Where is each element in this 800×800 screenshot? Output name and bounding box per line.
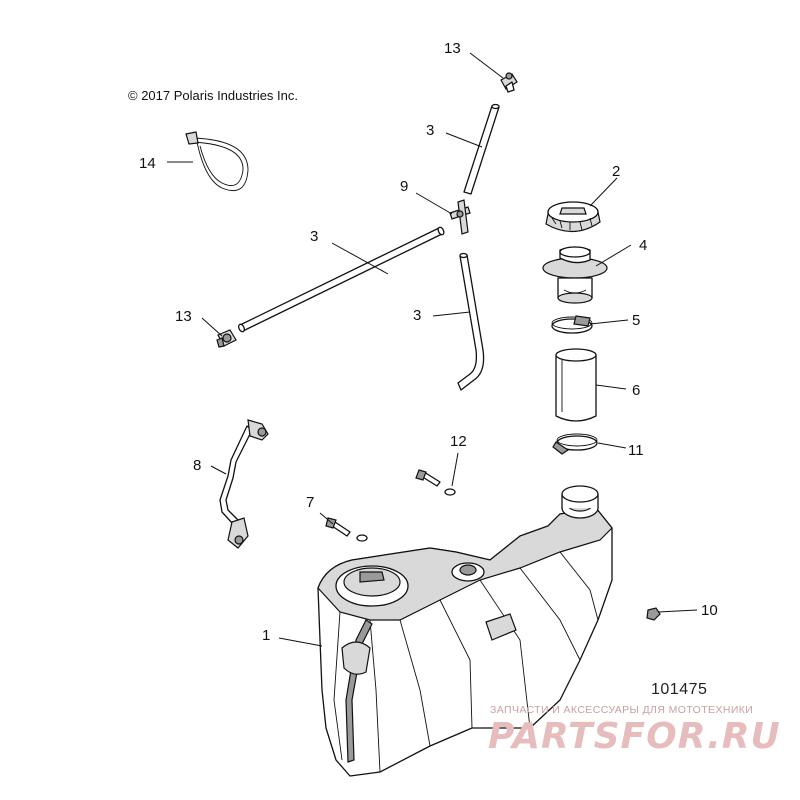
- callout-8: 8: [193, 457, 201, 474]
- leader-lines: [167, 52, 698, 647]
- callout-14: 14: [139, 155, 156, 172]
- callouts: 13 3 14 9 2 3 4 13 3 5 6 12 8 11 7 10 1: [139, 40, 718, 644]
- filler-hose: [555, 348, 597, 422]
- callout-3-upper: 3: [426, 122, 434, 139]
- fuel-line: [219, 419, 269, 549]
- callout-3-long: 3: [310, 228, 318, 245]
- check-valve-top: [500, 72, 518, 93]
- fuel-cap: [545, 201, 601, 233]
- callout-4: 4: [639, 237, 647, 254]
- callout-13-top: 13: [444, 40, 461, 57]
- tee-fitting: [449, 199, 471, 235]
- callout-13-left: 13: [175, 308, 192, 325]
- callout-11: 11: [628, 442, 644, 459]
- hose-clamp-lower: [552, 433, 598, 455]
- cable-tie: [185, 131, 249, 192]
- fuel-tank: [317, 485, 613, 777]
- callout-10: 10: [701, 602, 718, 619]
- drawing-number: 101475: [651, 681, 708, 698]
- callout-6: 6: [632, 382, 640, 399]
- callout-2: 2: [612, 163, 620, 180]
- watermark-logo: PARTSFOR.RU: [488, 716, 781, 757]
- bolt-washer: [415, 469, 456, 496]
- copyright-notice: © 2017 Polaris Industries Inc.: [128, 88, 298, 103]
- vent-hose-bent: [457, 252, 485, 391]
- callout-3-bent: 3: [413, 307, 421, 324]
- callout-5: 5: [632, 312, 640, 329]
- callout-12: 12: [450, 433, 467, 450]
- bolt-washer-7: [325, 517, 368, 542]
- callout-1: 1: [262, 627, 270, 644]
- vent-hose-long: [237, 226, 445, 333]
- filler-neck: [542, 246, 608, 304]
- callout-7: 7: [306, 494, 314, 511]
- hose-clamp-upper: [551, 315, 593, 334]
- watermark-subtitle: ЗАПЧАСТИ И АКСЕССУАРЫ ДЛЯ МОТОТЕХНИКИ: [490, 704, 754, 716]
- check-valve-left: [216, 329, 237, 348]
- callout-9: 9: [400, 178, 408, 195]
- vent-hose-upper: [463, 103, 500, 195]
